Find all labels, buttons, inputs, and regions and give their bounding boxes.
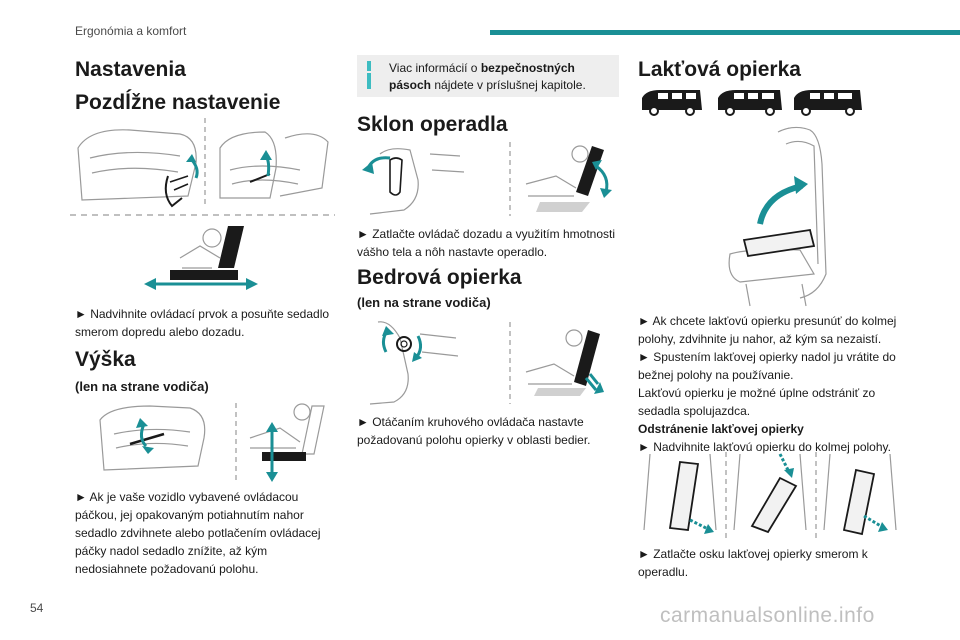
- heading-lumbar: Bedrová opierka: [357, 266, 522, 289]
- subtitle-height: (len na strane vodiča): [75, 379, 209, 394]
- text-armrest-raise: ► Ak chcete lakťovú opierku presunúť do …: [638, 314, 897, 346]
- figure-armrest-raise: [728, 126, 827, 307]
- heading-armrest: Lakťová opierka: [638, 58, 801, 81]
- van-icons: [642, 90, 862, 116]
- figure-lumbar-adjust: [369, 321, 604, 405]
- text-backrest: ► Zatlačte ovládač dozadu a využitím hmo…: [357, 227, 615, 259]
- heading-armrest-removal: Odstránenie lakťovej opierky: [638, 422, 804, 436]
- figure-longitudinal-adjust: [70, 118, 335, 290]
- running-header: Ergonómia a komfort: [75, 24, 187, 38]
- figure-armrest-removal: [643, 452, 897, 538]
- figure-height-adjust: [99, 403, 325, 482]
- page-number: 54: [30, 601, 44, 615]
- text-armrest-removable: Lakťovú opierku je možné úplne odstrániť…: [638, 386, 876, 418]
- van-icon-medium: [718, 90, 782, 116]
- text-armrest-removal-step1: ► Nadvihnite lakťovú opierku do kolmej p…: [638, 440, 891, 454]
- text-lumbar: ► Otáčaním kruhového ovládača nastavte p…: [357, 415, 591, 447]
- text-longitudinal: ► Nadvihnite ovládací prvok a posuňte se…: [75, 307, 330, 339]
- van-icon-short: [642, 90, 702, 116]
- info-text: Viac informácií o bezpečnostných pásoch …: [389, 61, 586, 92]
- figure-backrest-adjust: [362, 142, 612, 216]
- heading-backrest: Sklon operadla: [357, 113, 508, 136]
- subtitle-lumbar: (len na strane vodiča): [357, 295, 491, 310]
- text-armrest-lower: ► Spustením lakťovej opierky nadol ju vr…: [638, 350, 896, 382]
- text-armrest-removal-step2: ► Zatlačte osku lakťovej opierky smerom …: [638, 547, 868, 579]
- info-icon: [367, 61, 371, 71]
- van-icon-long: [794, 90, 862, 116]
- heading-height: Výška: [75, 348, 136, 371]
- watermark: carmanualsonline.info: [660, 604, 875, 627]
- info-box-seatbelts: Viac informácií o bezpečnostných pásoch …: [357, 55, 619, 97]
- header-accent-bar: [490, 30, 960, 35]
- section-title-settings: Nastavenia: [75, 58, 186, 81]
- heading-longitudinal: Pozdĺžne nastavenie: [75, 91, 281, 114]
- text-height: ► Ak je vaše vozidlo vybavené ovládacou …: [75, 490, 321, 576]
